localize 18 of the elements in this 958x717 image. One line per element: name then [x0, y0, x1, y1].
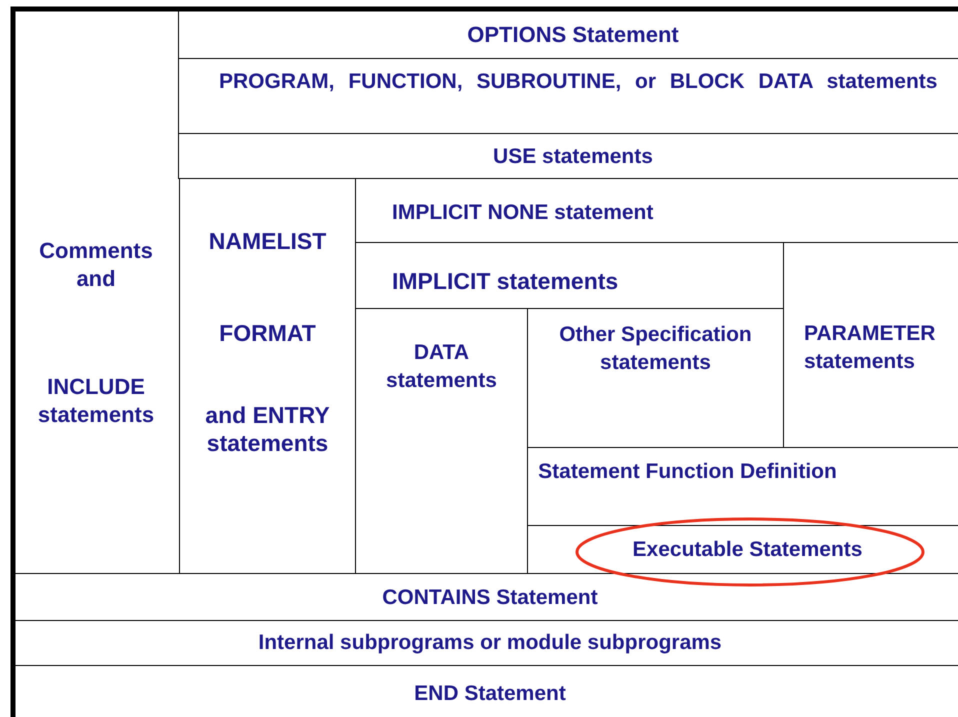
cell-text: NAMELIST [208, 227, 328, 255]
cell-text: PROGRAM, FUNCTION, SUBROUTINE, or BLOCK DATA statements [219, 69, 938, 95]
cell-text: IMPLICIT statements [391, 267, 620, 295]
cell-text: OPTIONS Statement [466, 21, 680, 49]
cell-text: INCLUDE statements [36, 373, 156, 429]
cell-text: END Statement [413, 681, 567, 707]
cell-text: PARAMETER statements [803, 321, 936, 375]
cell-text: USE statements [492, 144, 654, 170]
cell-text: Statement Function Definition [537, 459, 838, 485]
cell-text: Executable Statements [632, 537, 864, 563]
cell-text: Other Specification statements [558, 322, 753, 376]
cell-text: and ENTRY statements [204, 401, 331, 457]
cell-text: FORMAT [218, 319, 317, 347]
cell-text: Internal subprograms or module subprograms [257, 630, 723, 656]
cell-text: DATA statements [385, 340, 498, 394]
cell-text: IMPLICIT NONE statement [391, 200, 654, 226]
cell-text: Comments and [38, 237, 154, 293]
cell-text: CONTAINS Statement [381, 585, 599, 611]
